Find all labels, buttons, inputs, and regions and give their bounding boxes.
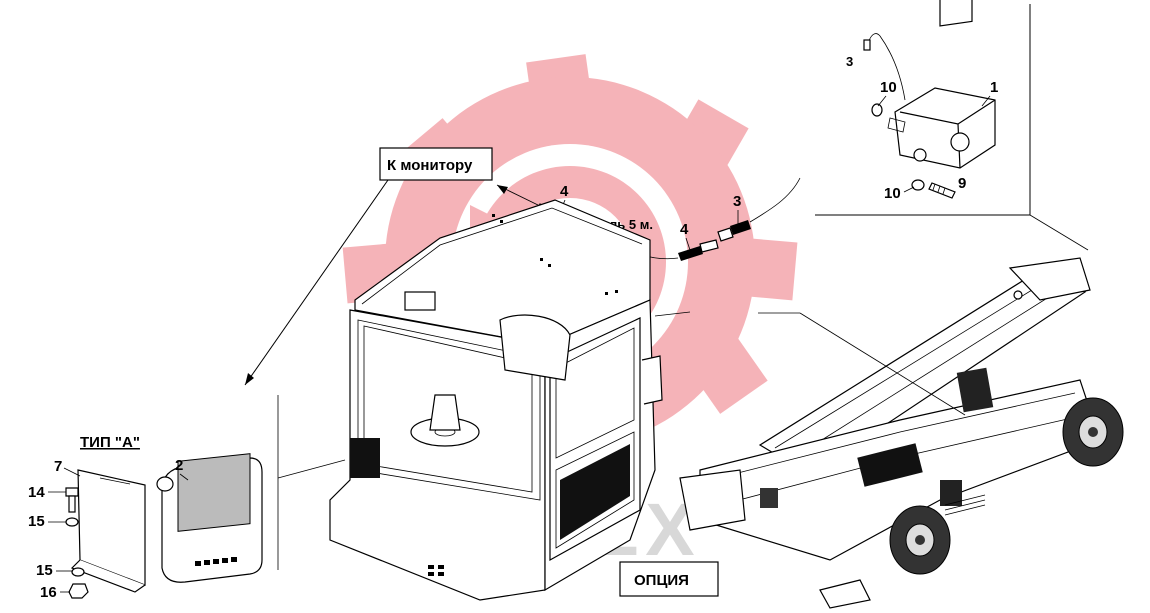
reach-stacker (679, 257, 1124, 609)
wheel-front (1062, 397, 1124, 467)
callout-14: 14 (28, 484, 45, 501)
callout-4-mid: 4 (680, 221, 689, 238)
callout-3: 3 (733, 193, 741, 210)
callout-1: 1 (990, 79, 998, 96)
type-a-label: ТИП "А" (80, 434, 140, 451)
callout-2: 2 (175, 457, 183, 474)
callout-15-bottom: 15 (36, 562, 53, 579)
callout-15-top: 15 (28, 513, 45, 530)
monitor-type-a: ТИП "А" (65, 395, 346, 599)
wheel-rear (889, 505, 951, 575)
to-monitor-box: К монитору (244, 147, 493, 386)
option-label: ОПЦИЯ (634, 572, 689, 589)
callout-10-top: 10 (880, 79, 897, 96)
to-monitor-label: К монитору (387, 157, 473, 174)
callout-4-top: 4 (560, 183, 569, 200)
callout-10-bottom: 10 (884, 185, 901, 202)
callout-16: 16 (40, 584, 57, 601)
option-box: ОПЦИЯ (619, 561, 719, 597)
callout-9: 9 (958, 175, 966, 192)
callout-3-small: 3 (846, 54, 853, 69)
operator-cabin (329, 199, 691, 601)
camera-inset-frame (815, 4, 1089, 251)
callout-7: 7 (54, 458, 62, 475)
camera-unit (863, 0, 996, 199)
